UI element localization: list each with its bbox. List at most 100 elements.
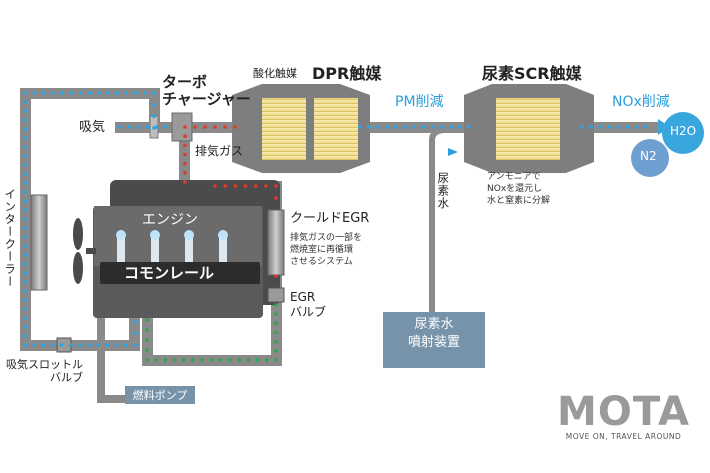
urea-injector-box [383,312,485,368]
exhaust-flow-dot-clean [376,125,380,129]
intake-flow-dot [164,125,168,129]
intake-flow-dot [69,343,73,347]
exhaust-pipe-dpr-scr [358,122,478,133]
exhaust-flow-dot-clean [625,125,630,129]
engine [73,180,280,318]
egr-flow-dot [191,358,195,362]
throttle-valve-label: 吸気スロットル バルブ [6,358,83,385]
urea-pipe-vertical [429,140,435,312]
fuel-pipe-bottom [97,395,127,403]
egr-flow-dot [274,303,278,307]
intake-flow-dot [96,91,101,95]
intake-flow-dot [133,319,137,324]
egr-flow-dot [154,358,159,362]
exhaust-flow-dot-clean [467,125,471,129]
intake-flow-dot [133,331,137,336]
intake-flow-dot [23,118,27,122]
intake-flow-dot [60,91,64,95]
egr-flow-dot [274,358,278,362]
egr-flow-dot [145,348,149,352]
intake-flow-dot [23,235,27,239]
egr-flow-dot [274,339,278,344]
turbo-label: ターボ チャージャー [162,73,251,109]
exhaust-flow-dot-clean [439,125,444,129]
intake-flow-dot [23,217,27,221]
exhaust-gas-label: 排気ガス [195,144,244,158]
intake-pipe-right [149,88,160,133]
intake-flow-dot [124,91,129,95]
fan-icon [73,218,96,284]
intake-flow-dot [23,280,27,284]
exhaust-flow-dot [233,125,237,129]
engine-label: エンジン [142,212,198,228]
intake-flow-dot [87,91,92,95]
egr-flow-dot [163,358,168,362]
egr-flow-dot [274,312,278,316]
egr-valve-body [267,287,285,303]
egr-flow-dot [246,358,251,362]
cooled-egr-label: クールドEGR [290,211,370,226]
exhaust-flow-dot-clean [616,125,621,129]
urea-arrow-icon [448,148,458,156]
intake-flow-dot [114,343,119,347]
exhaust-flow-dot [193,125,197,129]
exhaust-flow-dot-clean [448,125,453,129]
exhaust-flow-dot-clean [385,125,390,129]
egr-flow-dot [145,318,149,322]
dpr-catalyst-label: DPR触媒 [312,64,382,83]
exhaust-flow-dot [183,171,187,175]
exhaust-exit-arrow-icon [658,119,670,135]
egr-flow-dots [145,303,278,362]
intake-flow-dot [23,316,27,320]
intake-flow-dot [32,343,36,347]
egr-flow-dot [274,321,278,326]
exhaust-flow-dot-clean [412,125,417,129]
exhaust-flow-dot [203,125,207,129]
exhaust-flow-dot [233,184,238,188]
exhaust-flow-dot [183,161,187,166]
intake-flow-dot [23,289,27,293]
egr-cooler [267,209,285,276]
egr-flow-dot [145,358,149,362]
egr-flow-dot [182,358,186,362]
intake-flow-dot [41,343,46,347]
intake-flow-dot [41,91,46,95]
intake-flow-dot [105,343,110,347]
fuel-pipe-vertical [97,278,105,403]
egr-note: 排気ガスの一部を 燃焼室に再循環 させるシステム [290,233,363,268]
intake-flow-dot [96,343,101,347]
mota-logo: MOTA MOVE ON, TRAVEL AROUND [557,392,690,441]
exhaust-flow-dot [274,184,278,188]
intake-flow-dot [152,102,156,107]
intake-flow-dot [78,343,82,347]
scr-catalyst-label: 尿素SCR触媒 [482,64,582,83]
intake-flow-dot [127,125,131,129]
exhaust-flow-dot-clean [634,125,639,129]
egr-flow-dot [200,358,205,362]
exhaust-flow-dot-clean [367,125,371,129]
exhaust-flow-dot-clean [394,125,399,129]
injectors [116,230,228,263]
h2o-circle [662,112,704,154]
exhaust-flow-dot [274,196,278,200]
throttle-valve-body [56,337,72,353]
logo-brand: MOTA [557,389,690,435]
intake-flow-dot [23,91,27,95]
intake-flow-dot [142,91,147,95]
egr-flow-dot [145,328,149,332]
scr-core [496,98,560,160]
intake-label: 吸気 [79,120,106,135]
exhaust-flow-dot [264,184,268,188]
exhaust-flow-dots [183,125,278,278]
intake-flow-dot [32,91,37,95]
intake-flow-dot [124,343,128,347]
intake-flow-dot [115,91,119,95]
intake-flow-dot [154,125,159,129]
intake-flow-dot [23,109,27,113]
scr-catalyst [464,84,594,173]
intake-flow-dot [23,253,27,257]
intake-flow-dot [23,262,27,266]
exhaust-flow-dot [183,125,187,129]
egr-valve-label: EGR バルブ [290,290,327,319]
intake-flow-dot [69,91,73,95]
